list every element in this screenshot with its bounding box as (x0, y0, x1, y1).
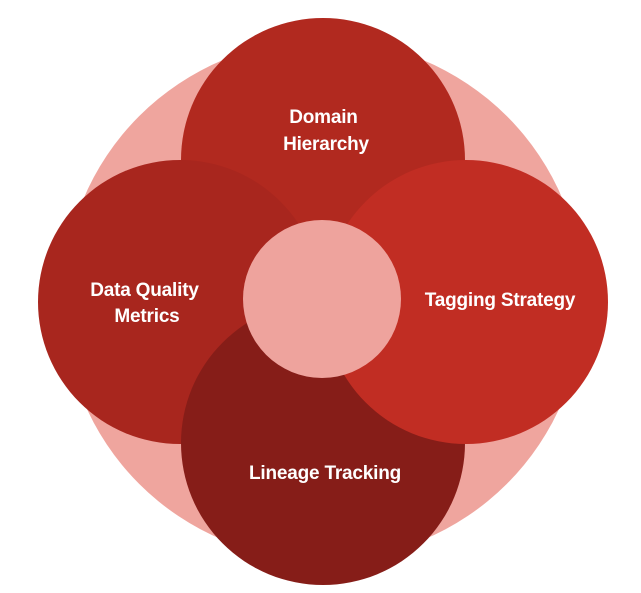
right-petal-label: Tagging Strategy (425, 290, 576, 311)
top-petal-label-line-1: Domain (289, 107, 357, 128)
top-petal-label: Domain Hierarchy (283, 107, 369, 155)
right-petal (324, 160, 608, 444)
bottom-petal-label: Lineage Tracking (249, 463, 401, 484)
left-petal-label: Data Quality Metrics (90, 280, 204, 327)
left-petal-label-line-1: Data Quality (90, 280, 199, 301)
center-hub (243, 220, 401, 378)
top-petal-label-line-2: Hierarchy (283, 134, 369, 155)
left-petal-label-line-2: Metrics (114, 306, 179, 327)
right-petal-label-line-1: Tagging Strategy (425, 290, 576, 311)
bottom-petal-label-line-1: Lineage Tracking (249, 463, 401, 484)
